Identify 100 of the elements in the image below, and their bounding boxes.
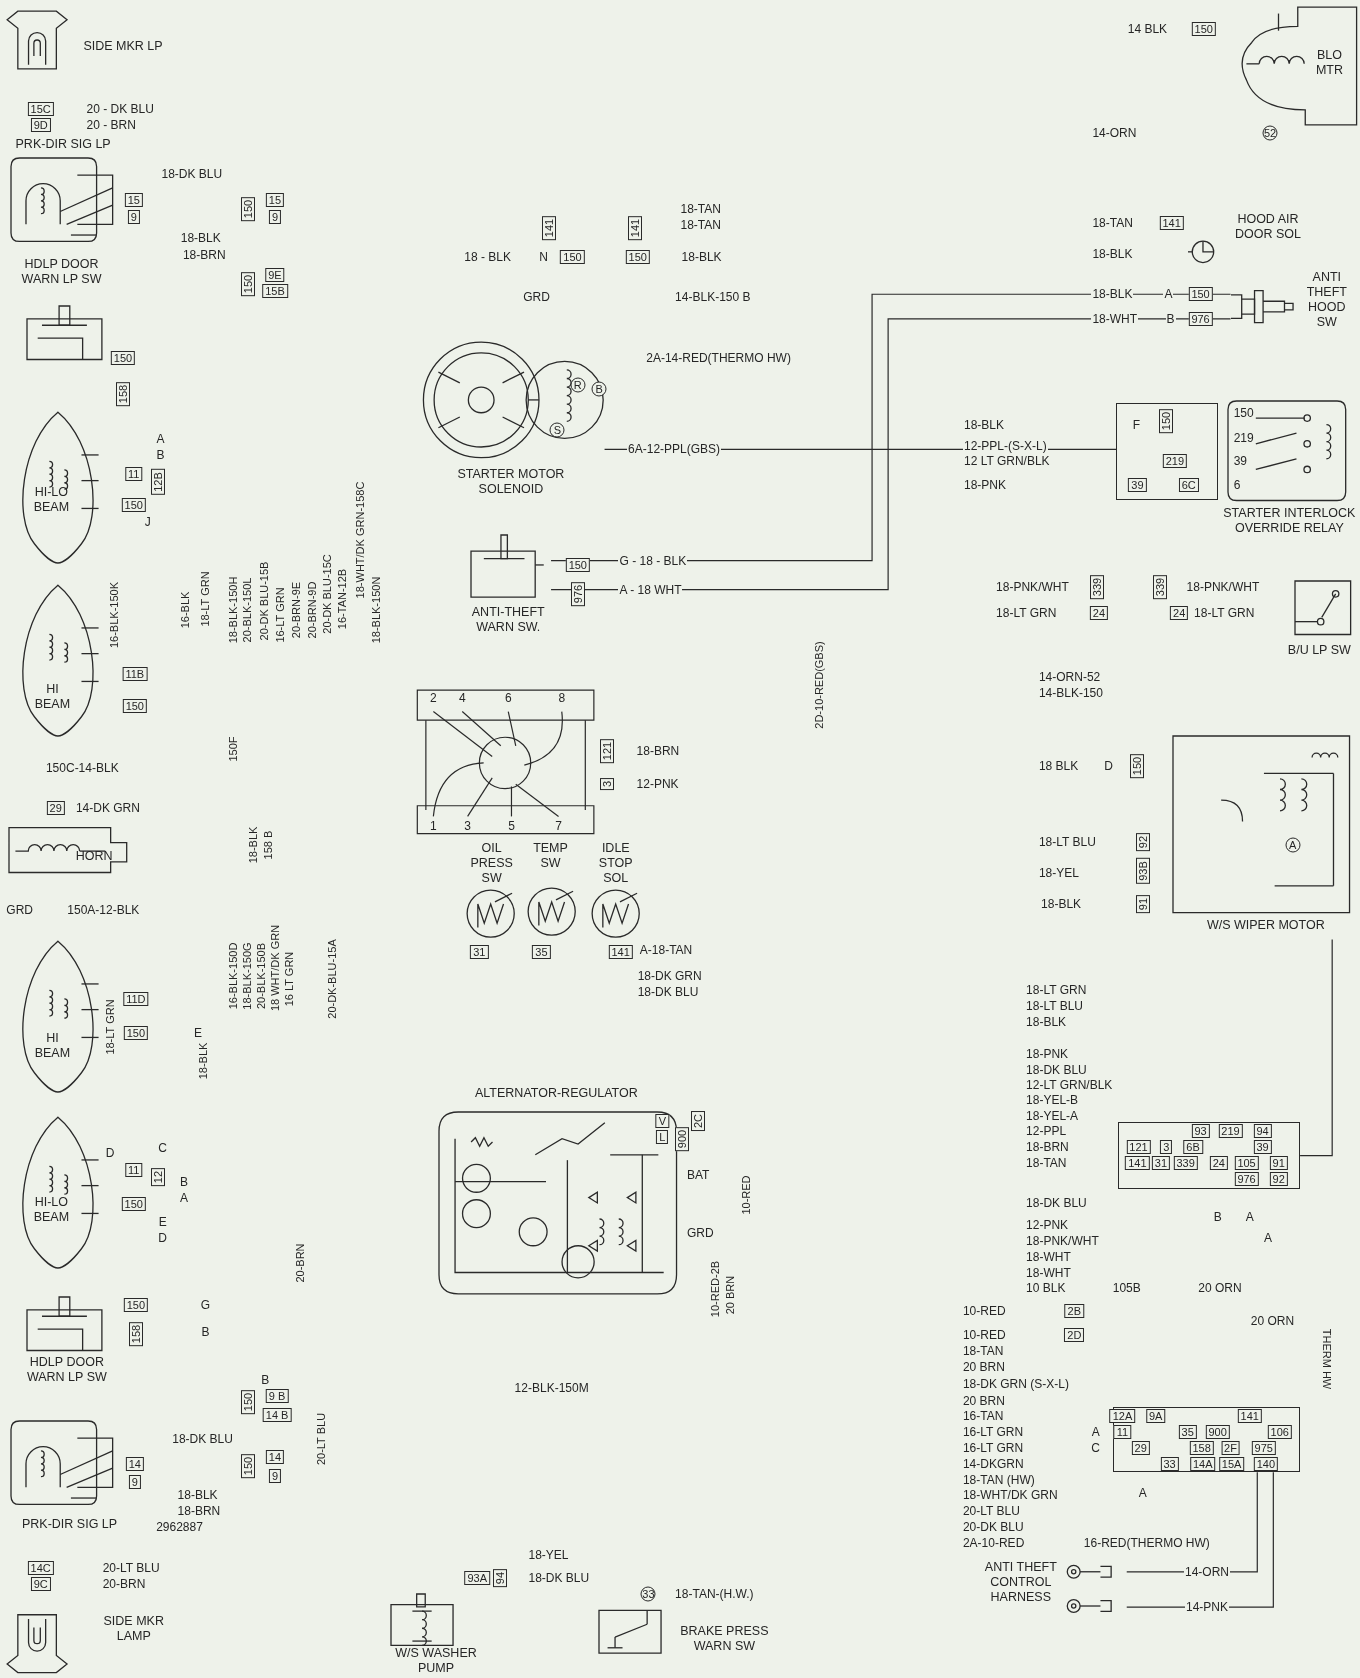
wire-label: 10-RED xyxy=(739,1174,752,1216)
cavity-number: 150 xyxy=(123,1298,149,1313)
wire-label: 18 - BLK xyxy=(463,250,512,264)
component-label: HDLP DOOR WARN LP SW xyxy=(20,256,103,287)
wire-label: 20-BLK-150L xyxy=(241,576,254,644)
wire-label: 20 ORN xyxy=(1249,1314,1296,1328)
cavity-number: 15 xyxy=(124,193,143,208)
cavity-number: 105 xyxy=(1234,1156,1259,1171)
cavity-number: 2C xyxy=(690,1111,705,1132)
connector-block xyxy=(1116,403,1218,500)
circled-terminal: B xyxy=(591,382,607,397)
cavity-number: 339 xyxy=(1152,575,1167,600)
wire-label: 20-DK BLU-15C xyxy=(321,553,334,635)
component-label: B/U LP SW xyxy=(1286,643,1352,659)
cavity-number: 93A xyxy=(464,1571,490,1586)
wire-label: A - 18 WHT xyxy=(618,583,683,597)
wire-label: 18-TAN (HW) xyxy=(961,1473,1036,1487)
cavity-number: 3 xyxy=(1160,1140,1173,1155)
cavity-number: 976 xyxy=(1234,1172,1259,1187)
circled-terminal: S xyxy=(549,422,565,438)
wire-label: 10-RED-2B xyxy=(708,1260,721,1319)
wire-label: 20-LT BLU xyxy=(315,1412,327,1467)
wire-label: 105B xyxy=(1111,1281,1142,1295)
wire-label: 18-TAN xyxy=(679,202,722,216)
wire-label: 14-ORN xyxy=(1184,1565,1230,1579)
terminal-letter: E xyxy=(192,1026,203,1040)
wire-label: 20 - DK BLU xyxy=(85,102,155,116)
wire-label: 18-TAN xyxy=(1025,1156,1068,1170)
wire-label: 18-WHT xyxy=(1091,312,1139,326)
cavity-number: 12B xyxy=(151,468,166,495)
cavity-number: 12 xyxy=(151,1167,166,1187)
cavity-number: 91 xyxy=(1269,1156,1288,1171)
cavity-number: 33 xyxy=(1160,1456,1179,1471)
terminal-letter: D xyxy=(104,1147,116,1160)
cavity-number: 29 xyxy=(46,800,65,815)
component-label: HI BEAM xyxy=(33,681,72,712)
wire-label: 18-BRN xyxy=(181,248,227,262)
terminal-letter: A xyxy=(1163,287,1174,301)
wire-label: 16-LT GRN xyxy=(961,1425,1025,1439)
wire-label: 18-BLK xyxy=(176,1488,219,1502)
wire-label: 18-BRN xyxy=(176,1504,222,1518)
wire-label: 18-BLK-150H xyxy=(227,575,240,645)
wire-label: 150A-12-BLK xyxy=(66,903,141,916)
terminal-letter: F xyxy=(1131,418,1142,432)
wire-label: 158 B xyxy=(261,829,274,861)
wire-label: 2962887 xyxy=(155,1520,204,1534)
cavity-number: 150 xyxy=(121,498,146,513)
wire-label: 18-YEL xyxy=(527,1548,570,1562)
cavity-number: 2B xyxy=(1064,1303,1085,1318)
terminal-letter: B xyxy=(260,1373,271,1387)
component-label: PRK-DIR SIG LP xyxy=(20,1517,119,1533)
wire-label: 20-BRN xyxy=(293,1242,306,1284)
terminal-letter: 5 xyxy=(507,819,516,833)
cavity-number: 91 xyxy=(1135,895,1150,914)
wire-label: 18-WHT/DK GRN xyxy=(961,1488,1059,1502)
wire-label: 18-BRN xyxy=(1025,1140,1070,1154)
cavity-number: 92 xyxy=(1269,1172,1288,1187)
cavity-number: 15C xyxy=(27,102,54,117)
cavity-number: 140 xyxy=(1253,1456,1278,1471)
component-label: BRAKE PRESS WARN SW xyxy=(679,1624,770,1655)
wire-label: 18-DK BLU xyxy=(160,167,224,181)
cavity-number: 11 xyxy=(1113,1424,1132,1439)
wire-label: 18-LT BLU xyxy=(1037,835,1097,849)
terminal-letter: A xyxy=(1244,1210,1255,1224)
wire-label: 10-RED xyxy=(961,1304,1007,1318)
wire-label: GRD xyxy=(522,290,551,304)
component-label: HI-LO BEAM xyxy=(32,1195,71,1226)
wire-label: 18-BLK xyxy=(197,1042,210,1081)
wire-label: 18-LT GRN xyxy=(1193,606,1256,620)
terminal-letter: C xyxy=(157,1141,168,1155)
component-label: PRK-DIR SIG LP xyxy=(14,136,112,152)
component-label: SIDE MKR LAMP xyxy=(102,1613,165,1644)
cavity-number: 150 xyxy=(625,249,650,264)
wire-label: 18-WHT xyxy=(1025,1266,1072,1280)
wire-label: 18-TAN xyxy=(1091,216,1134,230)
wire-label: A-18-TAN xyxy=(638,943,694,957)
wire-label: 18-TAN xyxy=(961,1344,1005,1358)
wire-label: 2A-14-RED(THERMO HW) xyxy=(645,351,792,365)
wire-label: 16-BLK-150D xyxy=(227,941,240,1011)
terminal-letter: D xyxy=(1103,759,1114,773)
wire-label: 20-BRN-9D xyxy=(306,580,319,640)
terminal-letter: A xyxy=(1090,1425,1101,1439)
wire-label: 20 - BRN xyxy=(85,118,137,132)
wire-label: THERM HW xyxy=(1320,1327,1333,1391)
wire-label: 219 xyxy=(1232,431,1255,445)
wire-label: 20 ORN xyxy=(1197,1281,1243,1295)
wire-label: 12-PPL-(S-X-L) xyxy=(963,439,1048,453)
cavity-number: 9D xyxy=(30,118,51,133)
wire-label: 18-DK BLU xyxy=(171,1432,234,1446)
cavity-number: 11D xyxy=(123,992,149,1007)
cavity-number: 93B xyxy=(1135,858,1150,884)
component-label: HOOD AIR DOOR SOL xyxy=(1233,211,1302,242)
wire-label: 18-BLK xyxy=(680,250,723,264)
wire-label: 150 xyxy=(1232,406,1255,420)
cavity-number: 15A xyxy=(1218,1456,1245,1471)
cavity-number: 141 xyxy=(1237,1408,1262,1423)
wire-label: 16-LT GRN xyxy=(274,586,287,644)
cavity-number: 94 xyxy=(1253,1124,1272,1138)
wire-label: GRD xyxy=(685,1226,715,1240)
wire-label: 18-DK BLU xyxy=(1025,1063,1088,1077)
